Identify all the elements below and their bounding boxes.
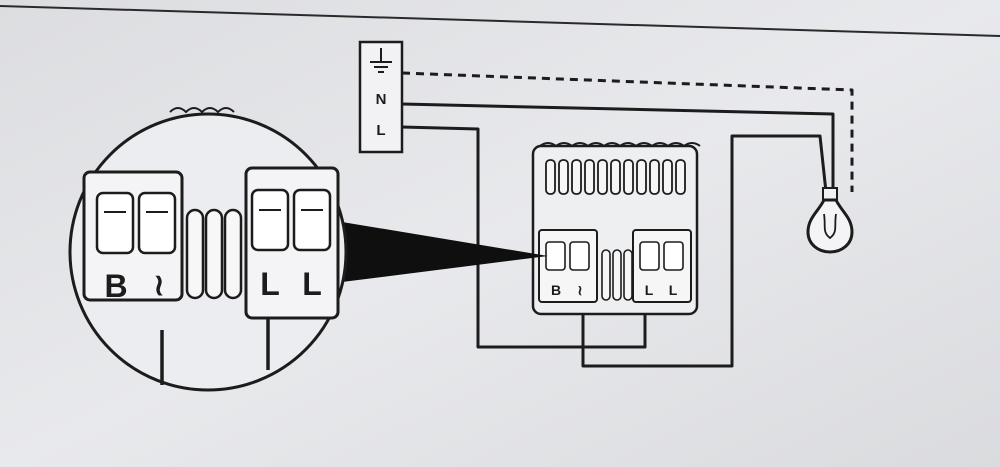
switch-module: B ≀ L L bbox=[531, 142, 701, 316]
zoom-detail-circle: B ≀ L L bbox=[68, 107, 348, 392]
zoom-terminal-b: B bbox=[104, 268, 127, 304]
page-border-line bbox=[0, 5, 1000, 37]
zoom-terminal-l1: L bbox=[260, 266, 280, 302]
earth-ground-icon bbox=[370, 48, 392, 73]
zoom-terminal-l2: L bbox=[302, 266, 322, 302]
switched-live-wire bbox=[581, 134, 828, 368]
zoom-pointer bbox=[342, 222, 548, 282]
switch-terminal-b: B bbox=[551, 282, 561, 298]
switch-fins bbox=[545, 159, 686, 195]
supply-terminal-box: N L bbox=[358, 40, 404, 154]
neutral-wire bbox=[401, 102, 835, 192]
zoom-terminal-traveller: ≀ bbox=[153, 269, 164, 302]
light-bulb-icon bbox=[806, 187, 854, 254]
switch-terminal-l1: L bbox=[645, 282, 654, 298]
wires bbox=[401, 71, 854, 368]
switch-terminal-l2: L bbox=[669, 282, 678, 298]
live-label: L bbox=[376, 122, 385, 139]
switch-terminal-traveller: ≀ bbox=[577, 282, 582, 298]
earth-wire bbox=[401, 71, 854, 192]
live-supply-wire bbox=[401, 125, 647, 349]
neutral-label: N bbox=[376, 91, 387, 108]
